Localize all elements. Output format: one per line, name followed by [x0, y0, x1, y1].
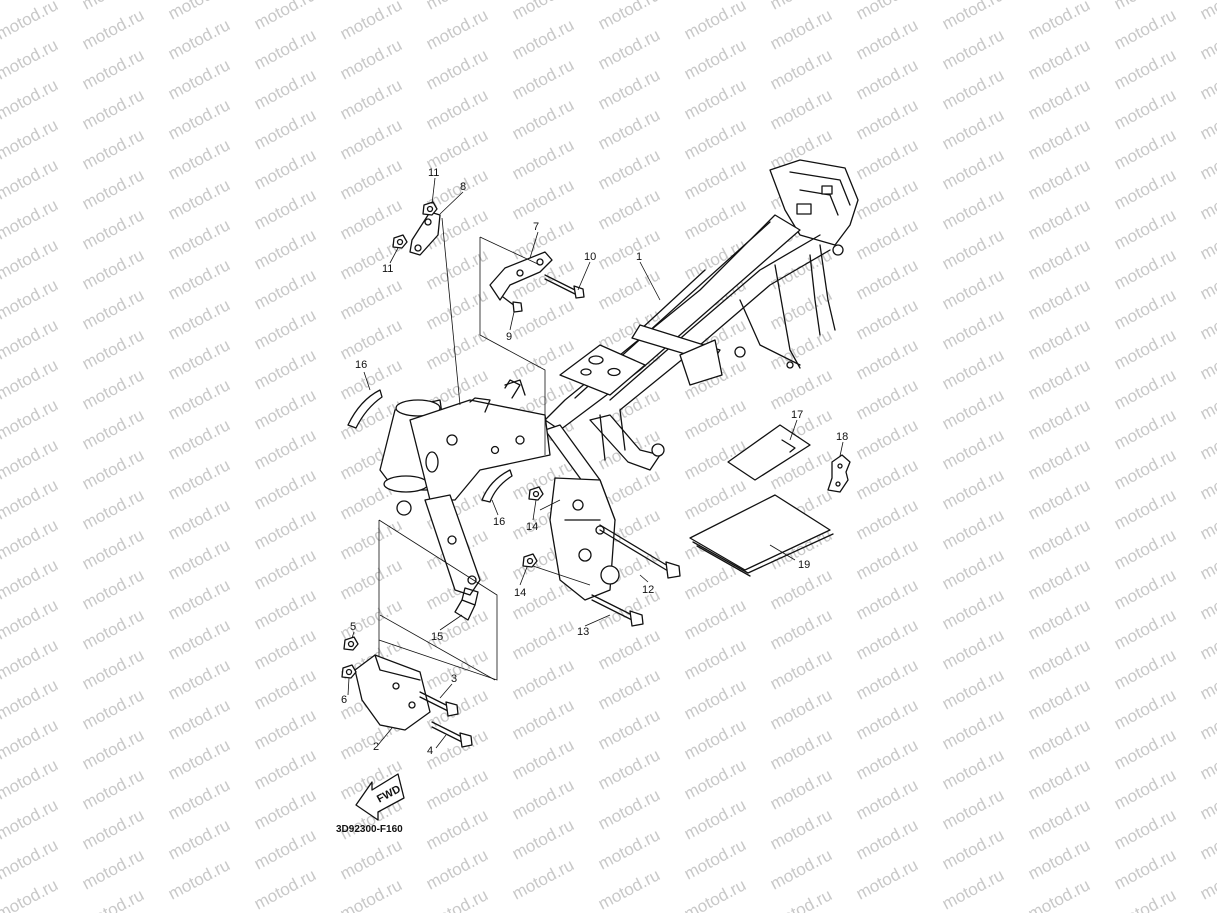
callout-16-left: 16 — [355, 359, 367, 371]
leader-lines — [347, 177, 844, 749]
diagram-code: 3D92300-F160 — [336, 824, 403, 835]
callout-11-top: 11 — [428, 167, 439, 179]
nut-part-14-upper — [528, 486, 544, 501]
main-frame — [379, 159, 859, 601]
bolt-part-3 — [419, 691, 459, 717]
callout-12: 12 — [642, 584, 654, 596]
pad-part-16-right — [481, 469, 513, 503]
bolt-part-4 — [431, 721, 473, 748]
watermark-text: motod.ru — [1197, 0, 1217, 24]
callout-13: 13 — [577, 626, 589, 638]
bolt-part-9 — [502, 296, 523, 313]
callout-14-lower: 14 — [514, 587, 526, 599]
callout-9: 9 — [506, 331, 512, 343]
callout-10: 10 — [584, 251, 596, 263]
cover-part-15 — [454, 587, 479, 621]
callout-labels: 1 2 3 4 5 6 7 8 9 10 11 11 12 13 14 14 1… — [341, 167, 848, 757]
bolt-part-13 — [591, 594, 644, 627]
callout-8: 8 — [460, 181, 466, 193]
callout-5: 5 — [350, 621, 356, 633]
guide-lines — [378, 217, 591, 681]
nut-part-5 — [343, 636, 359, 651]
watermark-text: motod.ru — [0, 875, 61, 913]
bolt-part-10 — [544, 274, 585, 299]
callout-16-right: 16 — [493, 516, 505, 528]
manual-part-19 — [689, 494, 834, 577]
bolt-part-12 — [599, 524, 681, 579]
nut-part-11-bottom — [392, 234, 408, 249]
callout-7: 7 — [533, 221, 539, 233]
clamp-part-18 — [827, 454, 851, 493]
callout-4: 4 — [427, 745, 433, 757]
nut-part-14-lower — [522, 553, 538, 568]
callout-3: 3 — [451, 673, 457, 685]
bracket-part-7 — [489, 251, 553, 301]
callout-17: 17 — [791, 409, 803, 421]
callout-11-bottom: 11 — [382, 263, 393, 275]
label-plate-part-17 — [727, 424, 811, 481]
callout-1: 1 — [636, 251, 642, 263]
callout-2: 2 — [373, 741, 379, 753]
pad-part-16-left — [347, 389, 383, 429]
callout-6: 6 — [341, 694, 347, 706]
nut-part-11-top — [422, 201, 438, 216]
callout-14-upper: 14 — [526, 521, 538, 533]
callout-18: 18 — [836, 431, 848, 443]
callout-19: 19 — [798, 559, 810, 571]
forward-arrow-icon: FWD — [355, 773, 405, 821]
callout-15: 15 — [431, 631, 443, 643]
nut-part-6 — [341, 664, 357, 679]
bracket-part-2 — [354, 654, 431, 731]
